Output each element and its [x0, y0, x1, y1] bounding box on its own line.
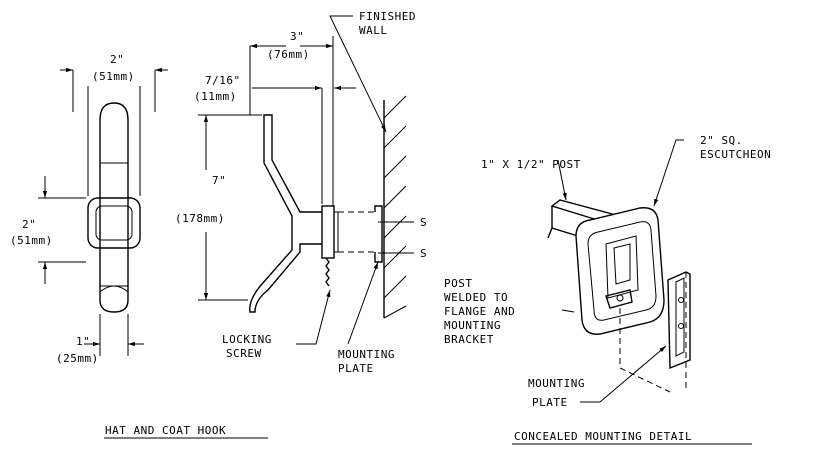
side-thick-mm: (11mm): [194, 90, 237, 103]
front-width-mm: (51mm): [92, 70, 135, 83]
locking-screw: [325, 257, 330, 287]
post-welded-label-1: POST: [444, 277, 473, 290]
detail-mounting-plate-label-1: MOUNTING: [528, 377, 585, 390]
front-view: [38, 67, 168, 356]
post-welded-label-3: FLANGE AND: [444, 305, 515, 318]
hook-body-side: [249, 114, 322, 313]
front-depth-mm: (25mm): [56, 352, 99, 365]
side-proj-mm: (76mm): [267, 48, 310, 61]
finished-wall-label-1: FINISHED: [359, 10, 416, 23]
mounting-plate-detail: [667, 271, 691, 370]
post-welded-label-5: BRACKET: [444, 333, 494, 346]
front-width-in: 2": [110, 53, 124, 66]
escutcheon-label-1: 2" SQ.: [700, 134, 743, 147]
mounting-detail: [547, 139, 691, 403]
escutcheon-label-2: ESCUTCHEON: [700, 148, 771, 161]
escutcheon-front: [87, 197, 141, 249]
front-height-in: 2": [22, 218, 36, 231]
locking-screw-label-1: LOCKING: [222, 333, 272, 346]
front-depth-in: 1": [76, 335, 90, 348]
concealed-mounting-title: CONCEALED MOUNTING DETAIL: [514, 430, 692, 443]
side-thick-in: 7/16": [205, 74, 241, 87]
locking-screw-label-2: SCREW: [226, 347, 262, 360]
front-height-mm: (51mm): [10, 234, 53, 247]
hook-arm-front: [99, 102, 129, 313]
hat-coat-hook-title: HAT AND COAT HOOK: [105, 424, 226, 437]
detail-mounting-plate-label-2: PLATE: [532, 396, 568, 409]
post-welded-label-4: MOUNTING: [444, 319, 501, 332]
side-mounting-plate-label-2: PLATE: [338, 362, 374, 375]
side-mounting-plate-label-1: MOUNTING: [338, 348, 395, 361]
escutcheon-detail: [575, 207, 665, 335]
hub-side: [321, 205, 335, 259]
finished-wall-label-2: WALL: [359, 24, 388, 37]
post-label: 1" X 1/2" POST: [481, 158, 581, 171]
side-len-in: 7": [212, 174, 226, 187]
s-label-top: S: [420, 216, 427, 229]
side-proj-in: 3": [290, 30, 304, 43]
side-view: [198, 15, 414, 345]
side-len-mm: (178mm): [175, 212, 225, 225]
s-label-bottom: S: [420, 247, 427, 260]
post-welded-label-2: WELDED TO: [444, 291, 508, 304]
